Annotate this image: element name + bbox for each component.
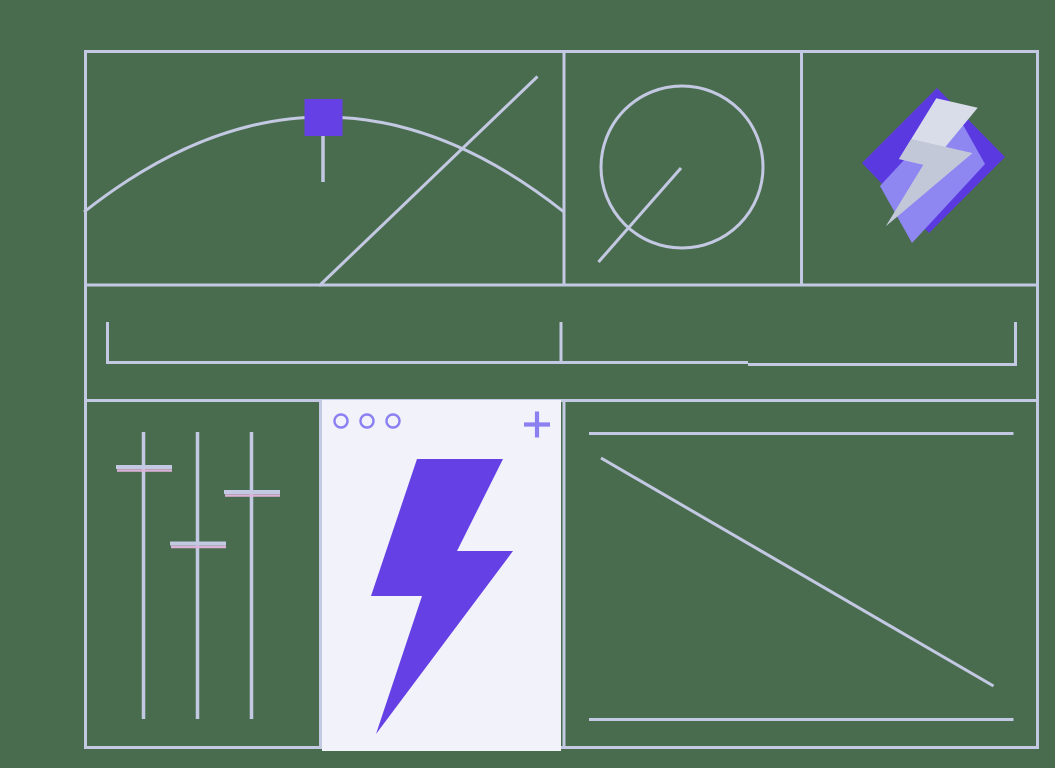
window-dot-icon[interactable] [333, 413, 349, 429]
logo-bolt-icon [886, 98, 978, 227]
logo-bolt-fold-shadow [886, 139, 973, 227]
rising-diagonal-line [317, 75, 539, 288]
marker-square [304, 99, 343, 136]
window-dot-icon[interactable] [385, 413, 401, 429]
dial-circle [599, 84, 765, 250]
litespeed-logo [862, 88, 1005, 243]
slider-handle-shadows [117, 469, 280, 549]
wireframe-group [83, 50, 1039, 749]
descending-diagonal-line [600, 456, 995, 688]
window-traffic-dots-icon [333, 413, 401, 429]
dial-hand-line [597, 167, 683, 263]
lightning-bolt-icon [371, 459, 513, 734]
slider-handles [116, 465, 280, 546]
window-card [322, 400, 561, 751]
window-dot-icon[interactable] [359, 413, 375, 429]
plus-icon[interactable] [524, 411, 550, 438]
